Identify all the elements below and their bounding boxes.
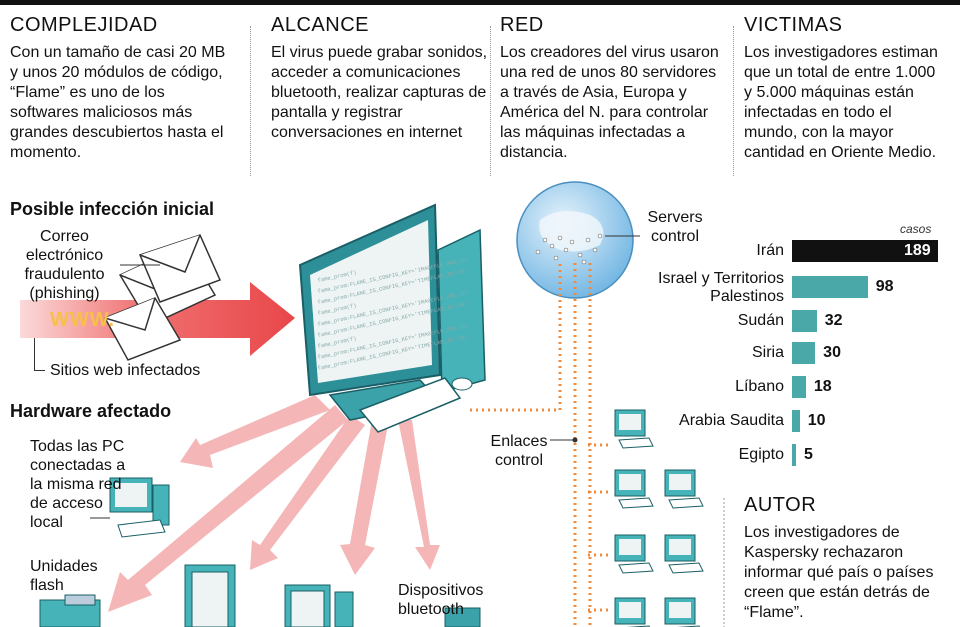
bar-value-label: 10 [807,412,826,429]
bar-category-label: Israel y Territorios Palestinos [658,270,784,305]
bottom-pc-icon [184,564,354,627]
column-victimas: VICTIMAS Los investigadores estiman que … [744,14,944,163]
bar-category-label: Irán [756,242,784,259]
flash-label: Unidades flash [30,558,98,594]
hardware-title: Hardware afectado [10,401,172,421]
envelope-icon [103,234,222,361]
top-rule [0,0,960,5]
bar-value-label: 98 [875,278,894,295]
bar-value-label: 5 [804,446,813,463]
column-title: COMPLEJIDAD [10,14,158,36]
pcs-label: Todas las PC conectadas a la misma red d… [30,438,126,531]
servers-label: Servers control [647,209,703,245]
bar-category-label: Siria [751,344,784,361]
column-complejidad: COMPLEJIDAD Con un tamaño de casi 20 MB … [10,14,235,163]
column-alcance: ALCANCE El virus puede grabar sonidos, a… [271,14,489,143]
bar-value-label: 189 [904,242,931,259]
remote-pc-icon [664,534,704,574]
bar [792,276,868,298]
bluetooth-device-icon [444,607,481,627]
bar [792,342,816,364]
remote-pc-icon [664,597,701,627]
links-label: Enlaces control [490,433,548,469]
bluetooth-label: Dispositivos bluetooth [398,582,484,618]
bar-value-label: 32 [824,312,843,329]
control-links [470,260,612,625]
column-divider [733,26,734,176]
column-text: El virus puede grabar sonidos, acceder a… [271,44,488,141]
bar [792,240,938,262]
bar-value-label: 18 [813,378,832,395]
column-divider [250,26,251,176]
author-title: AUTOR [744,494,817,516]
main-computer-icon [298,203,486,433]
column-text: Con un tamaño de casi 20 MB y unos 20 mó… [10,44,226,161]
bar [792,410,800,432]
infection-title: Posible infección inicial [10,199,215,219]
remote-pc-icon [614,534,654,574]
bar-category-label: Egipto [738,446,784,463]
bar [792,376,806,398]
flash-drive-icon [39,594,101,627]
web-label-leader [34,338,45,371]
server-dots [535,233,603,265]
column-title: ALCANCE [271,14,369,36]
bar-category-label: Sudán [737,312,784,329]
distribution-arrows [108,395,440,612]
remote-pc-icon [614,469,654,509]
column-title: RED [500,14,544,36]
bar [792,310,817,332]
bar-category-label: Arabia Saudita [679,412,784,429]
web-text: WWW. [50,309,116,331]
bar-category-label: Líbano [735,378,784,395]
author-text: Los investigadores de Kaspersky rechazar… [744,524,934,621]
chart-unit-label: casos [900,222,932,236]
column-title: VICTIMAS [744,14,843,36]
column-red: RED Los creadores del virus usaron una r… [500,14,725,163]
remote-pc-icon [614,409,654,449]
remote-pc-icon [664,469,704,509]
email-label: Correo electrónico fraudulento (phishing… [24,228,105,302]
bar-value-label: 30 [823,344,841,361]
bar [792,444,796,466]
small-pc-icon [109,477,170,538]
column-divider [490,26,491,176]
author-section: AUTOR Los investigadores de Kaspersky re… [744,494,954,623]
column-text: Los investigadores estiman que un total … [744,44,938,161]
web-label: Sitios web infectados [50,362,201,379]
remote-pc-icon [614,597,651,627]
remote-pc-icons [614,409,704,627]
column-text: Los creadores del virus usaron una red d… [500,44,719,161]
